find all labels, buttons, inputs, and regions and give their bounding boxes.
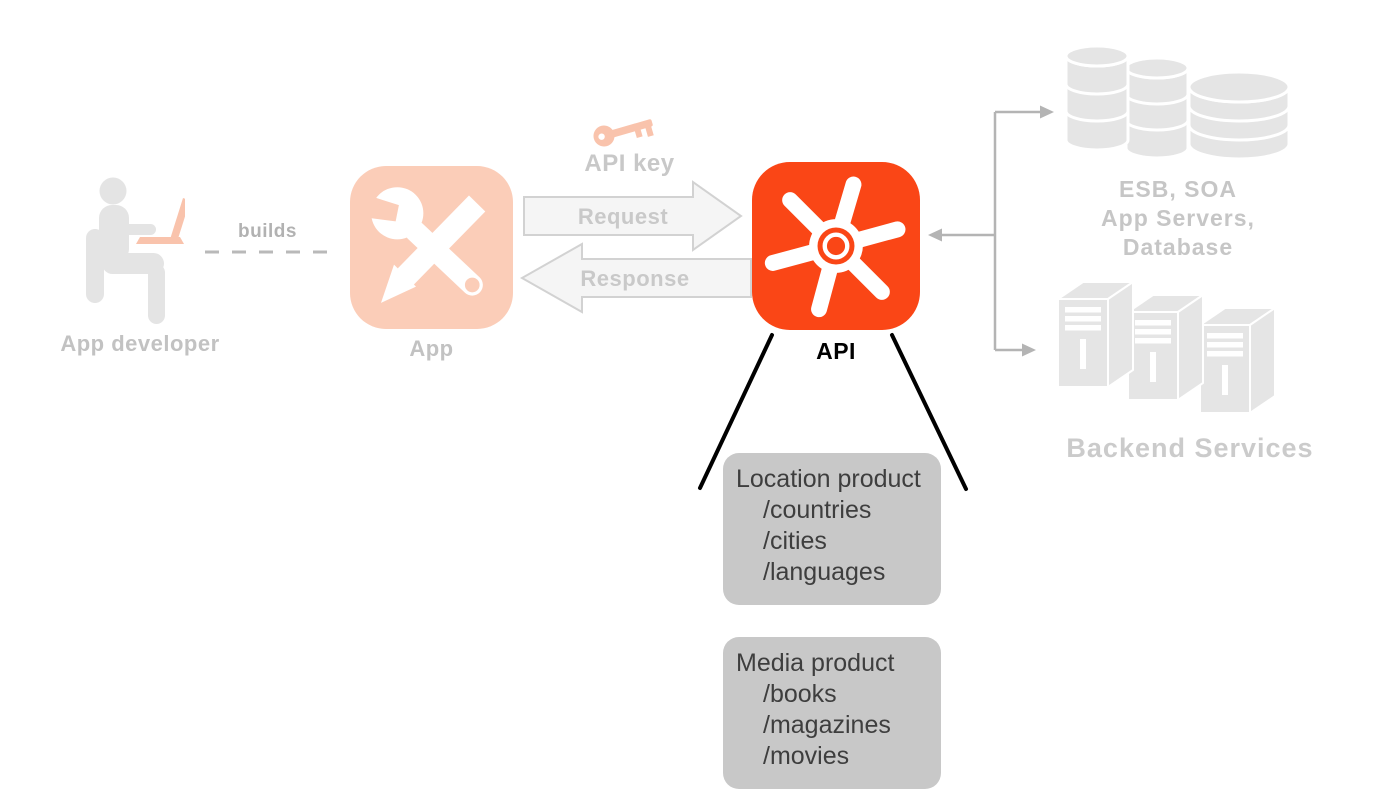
api-key-label: API key [584,150,675,177]
product-path: /movies [763,742,850,770]
wrench-pencil-icon [357,187,486,303]
product-path: /cities [763,527,827,555]
arrow-to-database-icon [1040,105,1054,119]
builds-label: builds [238,221,297,242]
request-label: Request [577,204,669,229]
product-title: Media product [736,649,895,677]
response-label: Response [580,266,690,291]
laptop-icon [136,198,185,244]
backend-connector-arrows [928,105,1054,357]
location-product-box: Location product /countries /cities /lan… [723,453,941,605]
app-tile [350,166,513,329]
backend-servers-icon [1057,282,1276,414]
backend-services-label: Backend Services [1066,433,1314,463]
app-developer-icon [86,177,185,324]
api-tile [752,162,920,330]
api-spoke-icon [764,176,906,318]
key-icon [593,119,654,147]
app-developer-label: App developer [60,331,220,356]
media-product-box: Media product /books /magazines /movies [723,637,941,789]
esb-label: ESB, SOA App Servers, Database [1101,176,1255,260]
product-path: /languages [763,558,886,586]
product-path: /magazines [763,711,891,739]
app-label: App [409,336,454,361]
builds-dashed-line [205,250,340,254]
api-product-fan-lines [698,333,968,491]
product-path: /books [763,680,837,708]
product-title: Location product [736,465,921,493]
product-path: /countries [763,496,872,524]
request-arrow [523,180,743,252]
arrow-to-api-icon [928,228,942,242]
arrow-to-servers-icon [1022,343,1036,357]
response-arrow [520,242,752,314]
database-icon [1064,44,1291,161]
api-label: API [816,338,856,364]
